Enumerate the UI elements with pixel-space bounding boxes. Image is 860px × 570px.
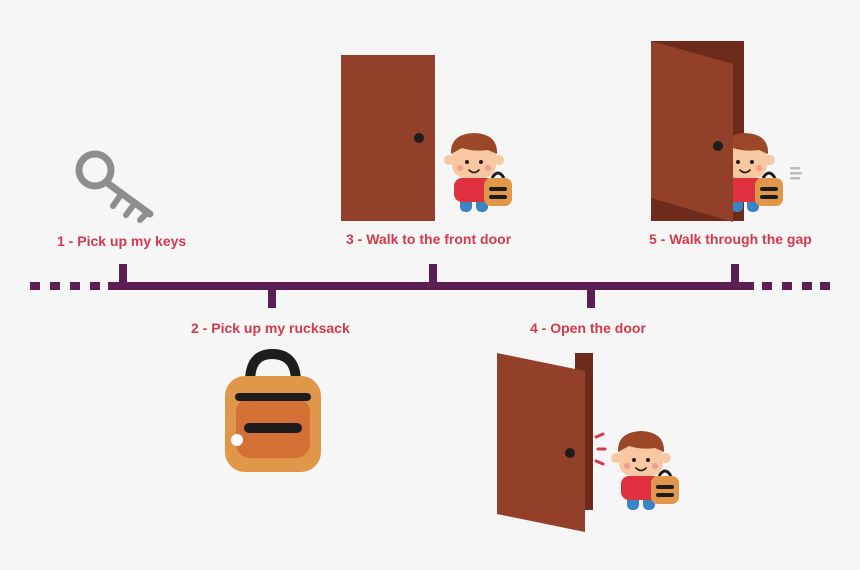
motion-lines bbox=[594, 432, 607, 466]
step-4-label: 4 - Open the door bbox=[530, 320, 646, 336]
step-2-label: 2 - Pick up my rucksack bbox=[191, 320, 350, 336]
rucksack-icon bbox=[225, 348, 321, 472]
tick-2 bbox=[268, 288, 276, 308]
tick-5 bbox=[731, 264, 739, 284]
timeline bbox=[30, 264, 830, 308]
tick-3 bbox=[429, 264, 437, 284]
child-icon bbox=[442, 131, 514, 214]
step-5-label: 5 - Walk through the gap bbox=[649, 231, 812, 247]
tick-4 bbox=[587, 288, 595, 308]
door-icon bbox=[497, 353, 593, 532]
step-1-label: 1 - Pick up my keys bbox=[57, 233, 187, 249]
step-3-label: 3 - Walk to the front door bbox=[346, 231, 512, 247]
key-icon bbox=[75, 150, 154, 223]
door-icon bbox=[651, 41, 785, 222]
child-icon bbox=[609, 429, 681, 512]
tick-1 bbox=[119, 264, 127, 284]
door-icon bbox=[341, 55, 435, 221]
timeline-dots-left bbox=[30, 282, 100, 290]
timeline-dots-right bbox=[762, 282, 830, 290]
speed-lines bbox=[790, 167, 802, 180]
